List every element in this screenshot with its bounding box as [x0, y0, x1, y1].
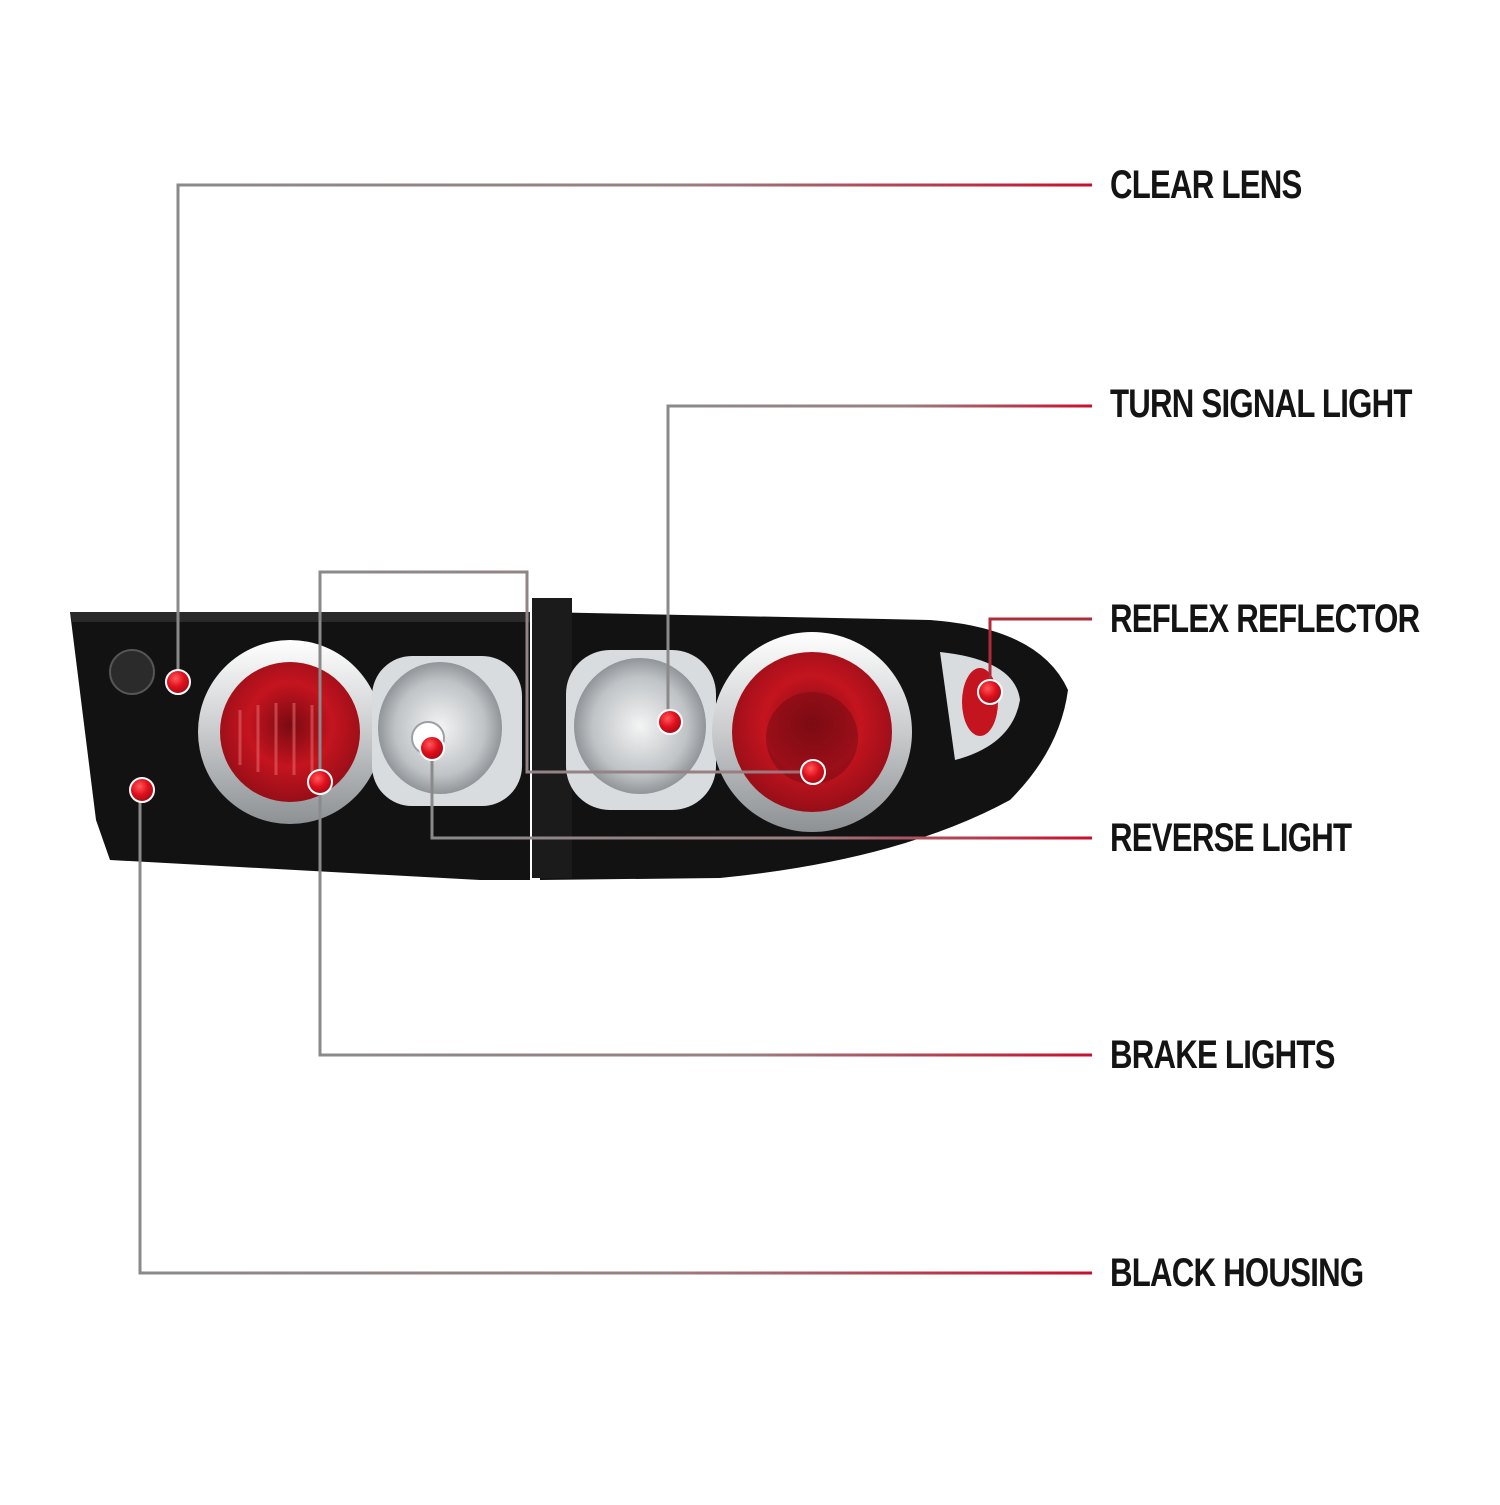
side-marker-socket	[109, 649, 155, 695]
turn-signal-lens	[574, 658, 706, 794]
leader-turn-signal-light	[666, 404, 1092, 722]
label-black-housing: BLACK HOUSING	[1110, 1251, 1364, 1295]
dot-clear-lens	[165, 669, 191, 695]
label-reflex-reflector: REFLEX REFLECTOR	[1110, 597, 1420, 641]
leader-clear-lens	[176, 183, 1092, 682]
brake-lens-left	[220, 662, 360, 802]
label-turn-signal-light: TURN SIGNAL LIGHT	[1110, 382, 1412, 426]
left-housing-top-edge	[70, 612, 530, 622]
dot-brake-light-left	[307, 769, 333, 795]
dot-black-housing	[129, 777, 155, 803]
dot-turn-signal-light	[657, 709, 683, 735]
leader-brake-lights	[318, 570, 1092, 1057]
marker-dots	[129, 669, 1003, 803]
right-tail-light	[532, 598, 1068, 880]
mount-tab	[532, 598, 572, 878]
label-clear-lens: CLEAR LENS	[1110, 163, 1302, 207]
dot-brake-light-right	[800, 759, 826, 785]
dot-reflex-reflector	[977, 679, 1003, 705]
leader-black-housing	[138, 790, 1092, 1275]
leader-reverse-light	[430, 748, 1092, 840]
leader-lines	[138, 183, 1092, 1275]
label-reverse-light: REVERSE LIGHT	[1110, 816, 1352, 860]
dot-reverse-light	[419, 735, 445, 761]
label-brake-lights: BRAKE LIGHTS	[1110, 1033, 1335, 1077]
leader-reflex-reflector	[988, 617, 1092, 692]
